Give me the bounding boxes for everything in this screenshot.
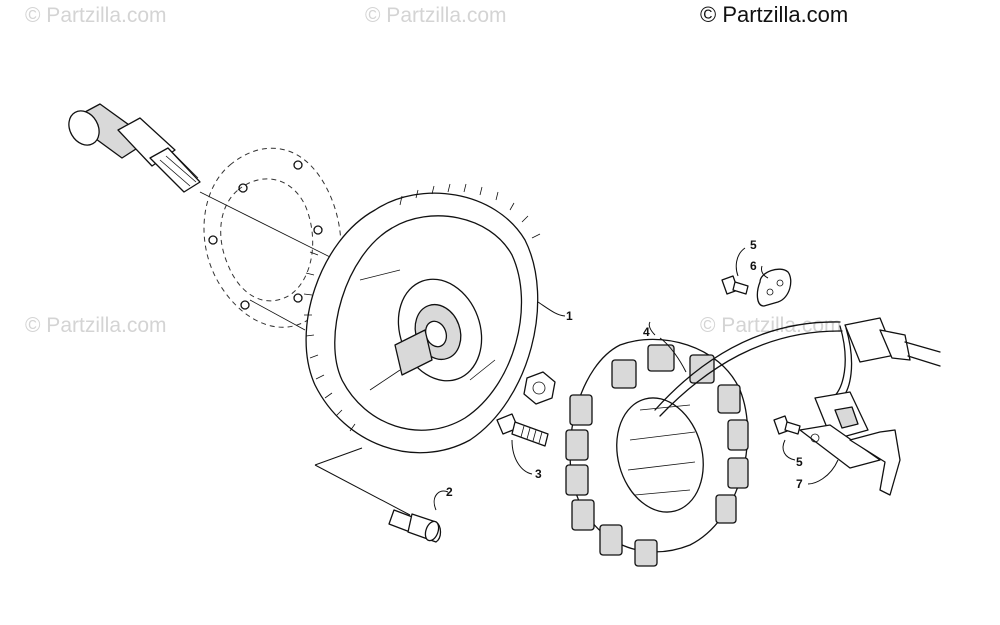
callout-4: 4	[643, 325, 650, 339]
flywheel-nut	[523, 371, 556, 405]
plate-6	[756, 268, 792, 307]
screw-5-upper	[721, 275, 749, 295]
callout-1: 1	[566, 309, 573, 323]
callout-7: 7	[796, 477, 803, 491]
callout-3: 3	[535, 467, 542, 481]
flywheel	[303, 183, 541, 454]
bolt-2	[388, 509, 442, 543]
stator	[565, 338, 749, 567]
callout-5-lower: 5	[796, 455, 803, 469]
watermark-mid-right: © Partzilla.com	[700, 314, 842, 337]
callout-6: 6	[750, 259, 757, 273]
callout-5-upper: 5	[750, 238, 757, 252]
wire-connector	[844, 317, 941, 367]
watermark-mid-left: © Partzilla.com	[25, 314, 167, 337]
copyright-notice: © Partzilla.com	[700, 2, 848, 27]
callout-2: 2	[446, 485, 453, 499]
pickup-sensor-bracket	[799, 391, 901, 496]
crankshaft	[68, 103, 201, 193]
watermark-top-left: © Partzilla.com	[25, 4, 167, 27]
bolt-3	[496, 413, 549, 447]
watermark-top-center: © Partzilla.com	[365, 4, 507, 27]
screw-5-lower	[773, 415, 801, 435]
